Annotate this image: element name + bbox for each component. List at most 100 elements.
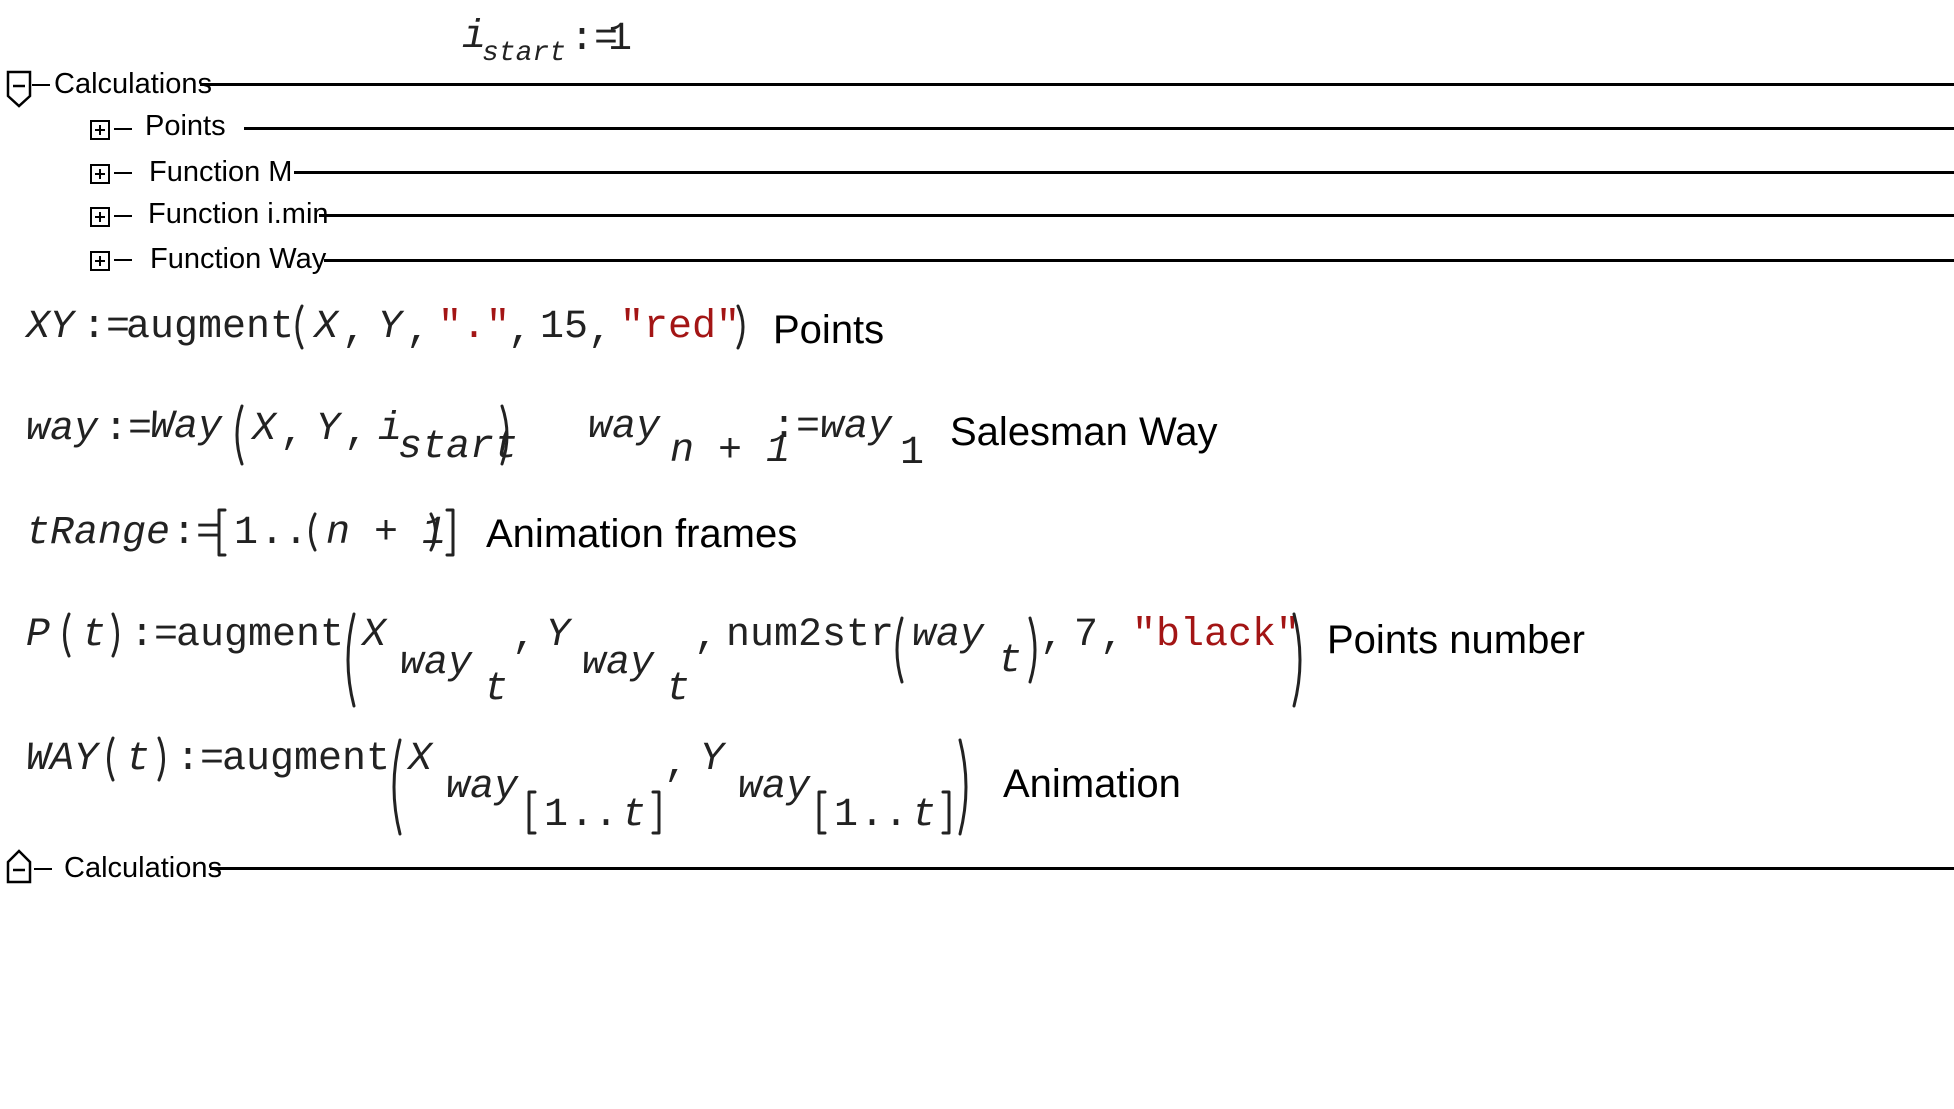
trange-dots: .. (260, 511, 309, 556)
trange-close-bracket (445, 508, 455, 557)
region-dash (32, 84, 50, 86)
p-big-open-paren (346, 612, 356, 708)
collapsed-area-function-imin[interactable]: Function i.min (0, 196, 1954, 240)
region-label: Calculations (64, 852, 222, 884)
collapsed-area-function-m[interactable]: Function M (0, 152, 1954, 196)
xy-close-paren (736, 304, 745, 350)
p-lhs: P (26, 613, 51, 658)
p-y-t: t (666, 667, 691, 712)
wayanim-y-open-bracket (817, 790, 827, 835)
wayanim-func-name: augment (222, 737, 391, 782)
p-num2str-t: t (998, 639, 1023, 684)
p-close-paren (111, 612, 119, 658)
equation-p[interactable]: P t := augment X way t , Y way t , num2s… (0, 610, 1954, 712)
expand-icon[interactable] (90, 251, 110, 271)
region-footer-bottom[interactable]: Calculations (0, 844, 1954, 888)
region-collapse-icon[interactable] (6, 70, 32, 108)
p-comment: Points number (1327, 618, 1585, 662)
xy-assign-op: := (82, 305, 131, 350)
trange-open-paren (309, 512, 317, 552)
wayanim-y-range-start: 1 (834, 793, 859, 838)
equation-trange[interactable]: tRange := 1 .. n + 1 Animation frames (0, 504, 1000, 560)
wayanim-assign-op: := (176, 737, 225, 782)
wayanim-x-range-end: t (622, 793, 647, 838)
way-arg-i-subscript: start (398, 425, 519, 470)
region-header-top[interactable]: Calculations (0, 64, 1954, 108)
expand-icon[interactable] (90, 120, 110, 140)
area-rule (294, 171, 1954, 174)
comma: , (1100, 615, 1125, 660)
wayanim-x-close-bracket (651, 790, 661, 835)
way-func-name: Way (150, 405, 223, 450)
p-x-t: t (484, 667, 509, 712)
area-label: Function Way (150, 243, 327, 275)
region-end-icon[interactable] (6, 848, 32, 884)
wayanim-x-range-dots: .. (570, 793, 619, 838)
way-assign-op: := (104, 407, 153, 452)
way-comment: Salesman Way (950, 410, 1218, 454)
region-label: Calculations (54, 68, 212, 100)
p-open-paren (63, 612, 71, 658)
region-dash (34, 868, 52, 870)
xy-func-name: augment (126, 305, 295, 350)
area-dash (114, 215, 132, 217)
p-num2str: num2str (726, 613, 895, 658)
trange-open-bracket (217, 508, 227, 557)
p-num2str-open-paren (895, 616, 904, 684)
wayanim-arg: t (126, 737, 151, 782)
xy-lhs: XY (26, 305, 75, 350)
comma: , (508, 309, 533, 354)
equation-xy[interactable]: XY := augment X , Y , "." , 15 , "red" P… (0, 300, 1000, 356)
area-rule (319, 214, 1954, 217)
wayanim-y-close-bracket (941, 790, 951, 835)
area-label: Function M (149, 156, 293, 188)
wayanim-y-range-dots: .. (860, 793, 909, 838)
expand-icon[interactable] (90, 207, 110, 227)
wayanim-open-paren (107, 736, 115, 782)
trange-assign-op: := (172, 511, 221, 556)
wayanim-y-way: way (738, 765, 811, 810)
equation-way[interactable]: way := Way X , Y , i start way n + 1 := … (0, 398, 1300, 476)
area-rule (324, 259, 1954, 262)
collapsed-area-function-way[interactable]: Function Way (0, 240, 1954, 284)
p-assign-op: := (130, 613, 179, 658)
way-arg-i: i (378, 407, 403, 452)
way-open-paren (235, 404, 244, 466)
area-dash (114, 172, 132, 174)
xy-arg-x: X (314, 305, 339, 350)
xy-comment: Points (773, 308, 885, 352)
istart-assign-op: := (570, 17, 619, 62)
area-dash (114, 259, 132, 261)
area-label: Function i.min (148, 198, 329, 230)
way-n1-assign-op: := (772, 405, 821, 450)
p-x: X (362, 613, 387, 658)
comma: , (342, 309, 367, 354)
region-rule (210, 867, 1954, 870)
wayanim-x-way: way (446, 765, 519, 810)
p-num2str-close-paren (1028, 616, 1037, 684)
istart-value: 1 (608, 17, 633, 62)
expand-icon[interactable] (90, 164, 110, 184)
way-arg-y: Y (316, 407, 341, 452)
wayanim-big-close-paren (958, 738, 968, 836)
p-y-way: way (582, 641, 655, 686)
collapsed-area-points[interactable]: Points (0, 108, 1954, 152)
comma: , (1040, 615, 1065, 660)
trange-end: n + 1 (326, 511, 447, 556)
way-arg-x: X (252, 407, 277, 452)
wayanim-big-open-paren (392, 738, 402, 836)
istart-base: i (462, 15, 487, 60)
comma: , (664, 743, 689, 788)
area-label: Points (145, 110, 226, 142)
p-size: 7 (1074, 613, 1099, 658)
comma: , (588, 309, 613, 354)
trange-start: 1 (234, 511, 259, 556)
way-1-subscript: 1 (900, 431, 925, 476)
way-n1-subscript: n + 1 (670, 429, 791, 474)
wayanim-lhs: WAY (26, 737, 99, 782)
way-close-paren (500, 404, 509, 466)
xy-arg-size: 15 (540, 305, 589, 350)
p-big-close-paren (1292, 612, 1302, 708)
p-num2str-way: way (912, 613, 985, 658)
equation-way-animation[interactable]: WAY t := augment X way 1 .. t , Y way 1 … (0, 734, 1400, 838)
